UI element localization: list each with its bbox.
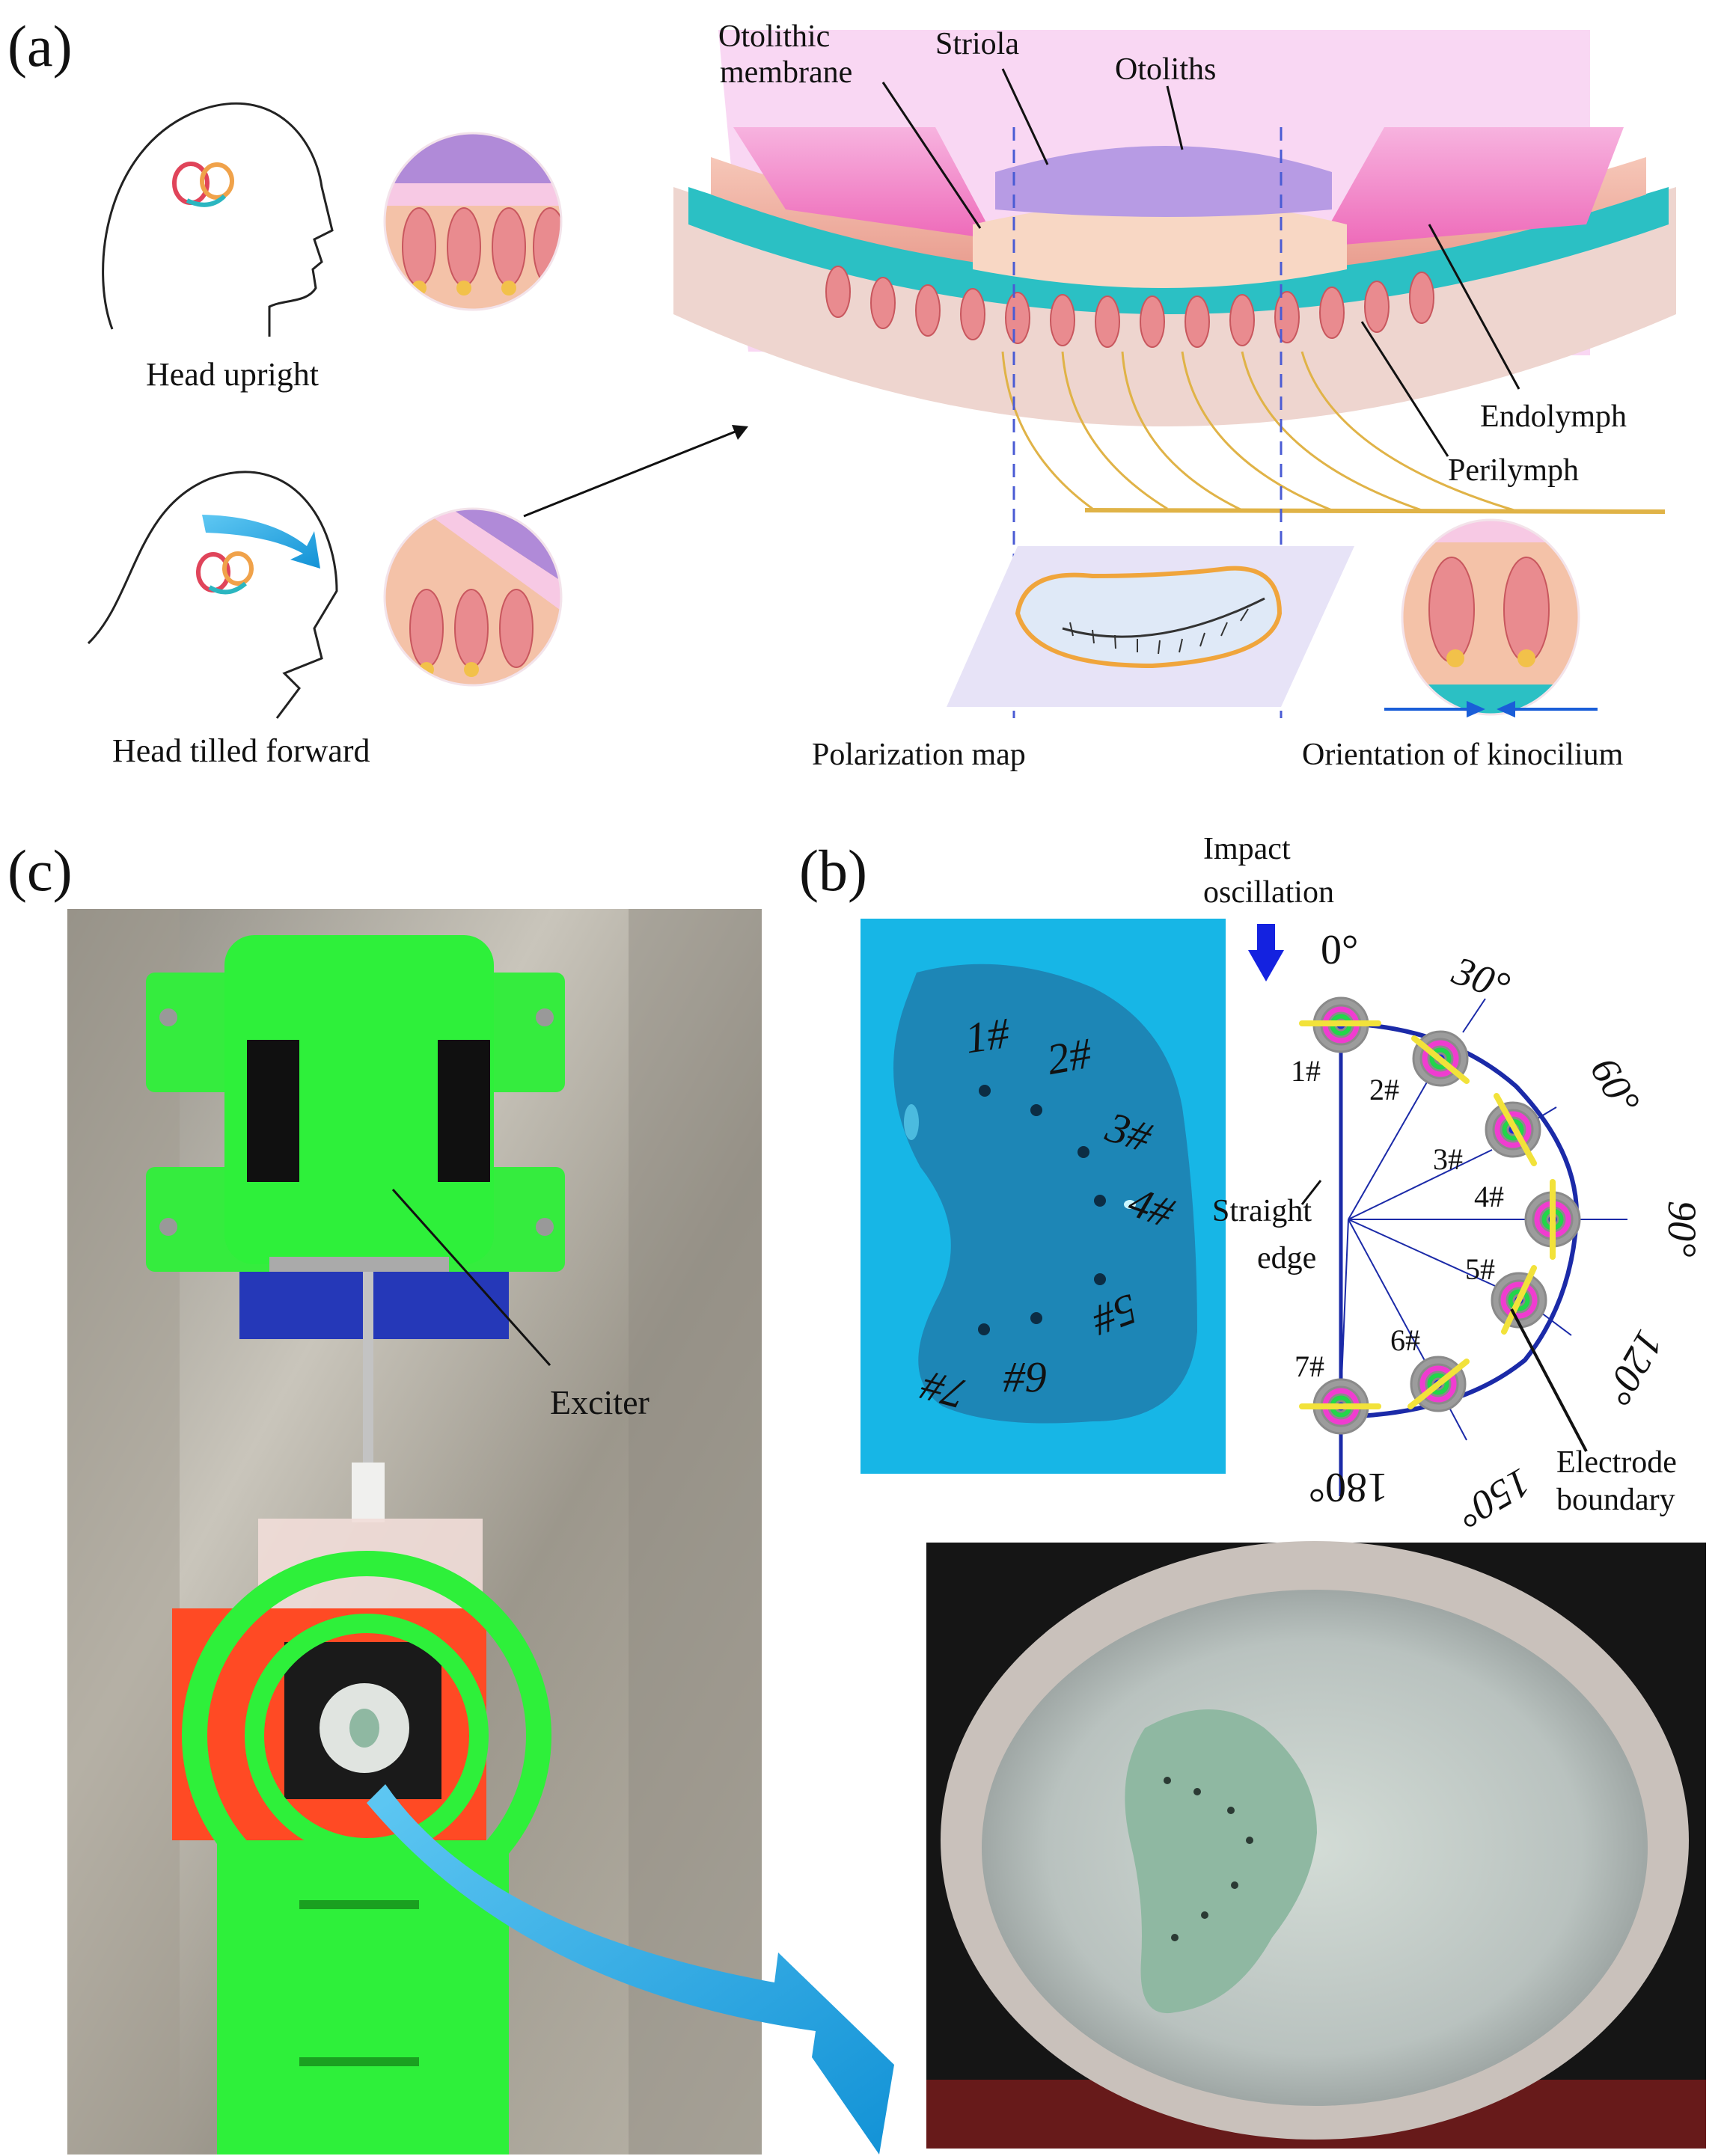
electrode-boundary-label-2: boundary — [1556, 1483, 1675, 1517]
straight-edge-label-2: edge — [1257, 1241, 1316, 1275]
otolithic-leader — [881, 82, 982, 229]
otoliths-leader — [1166, 85, 1184, 150]
electrode-photo — [861, 919, 1226, 1474]
zoom-arrow — [523, 426, 745, 518]
head-tilted-outline — [87, 471, 338, 719]
perilymph-leader — [1360, 321, 1449, 457]
polarization-map-label: Polarization map — [812, 738, 1026, 772]
otolithic-label-1: Otolithic — [718, 19, 830, 54]
electrode-label-4: 4# — [1474, 1180, 1504, 1213]
angle-120-label: 120° — [1595, 1323, 1672, 1412]
zoom-curved-arrow — [367, 1784, 894, 2155]
polarization-map — [947, 546, 1354, 707]
head-upright-outline — [102, 102, 334, 337]
tilt-direction-arrow — [202, 515, 320, 569]
exciter-leader — [391, 1189, 551, 1366]
electrode-label-7: 7# — [1294, 1350, 1324, 1383]
otolith-cross-section — [673, 30, 1676, 514]
electrode-label-3: 3# — [1433, 1142, 1463, 1176]
perilymph-label: Perilymph — [1448, 453, 1579, 488]
photo-label-6: 6# — [1003, 1353, 1048, 1402]
electrode-label-6: 6# — [1390, 1323, 1420, 1357]
otolithic-label-2: membrane — [720, 55, 852, 90]
head-tilted-label: Head tilled forward — [112, 732, 370, 769]
angle-0-label: 0° — [1321, 927, 1358, 973]
orientation-label: Orientation of kinocilium — [1302, 738, 1624, 772]
impact-label-1: Impact — [1203, 832, 1291, 866]
straight-edge-leader — [1300, 1180, 1322, 1205]
inner-ear-upright-icon — [172, 162, 234, 207]
endolymph-label: Endolymph — [1480, 399, 1627, 434]
tilted-hair-cell-inset — [385, 509, 561, 685]
straight-edge-label-1: Straight — [1212, 1194, 1312, 1228]
angle-60-label: 60° — [1582, 1050, 1649, 1121]
electrode-boundary-leader — [1510, 1308, 1588, 1452]
impact-arrow — [1248, 924, 1284, 981]
kinocilium-inset — [1402, 520, 1579, 714]
electrode-label-5: 5# — [1465, 1252, 1495, 1286]
striola-leader — [1001, 68, 1049, 165]
exciter-label: Exciter — [550, 1383, 649, 1421]
impact-label-2: oscillation — [1203, 875, 1334, 910]
inner-ear-tilted-icon — [196, 551, 254, 595]
photo-label-2: 2# — [1043, 1029, 1095, 1084]
endolymph-leader — [1428, 224, 1520, 390]
otoliths-label: Otoliths — [1115, 52, 1216, 87]
electrode-boundary-label-1: Electrode — [1556, 1445, 1677, 1480]
angle-90-label: 90° — [1660, 1201, 1705, 1258]
panel-b-letter: (b) — [799, 838, 867, 903]
panel-c-letter: (c) — [7, 838, 73, 903]
electrode-layout — [1299, 996, 1627, 1496]
angle-30-label: 30° — [1446, 948, 1516, 1010]
photo-label-1: 1# — [962, 1008, 1012, 1063]
kinocilium-arrows — [1384, 700, 1598, 718]
upright-hair-cell-inset — [385, 133, 561, 310]
striola-label: Striola — [935, 27, 1019, 61]
panel-a-letter: (a) — [7, 13, 73, 79]
angle-180-label: 180° — [1309, 1464, 1388, 1510]
dish-photo — [926, 1541, 1706, 2149]
electrode-label-1: 1# — [1291, 1054, 1321, 1088]
experimental-setup-photo — [67, 909, 762, 2155]
electrode-label-2: 2# — [1369, 1073, 1399, 1106]
angle-150-label: 150° — [1449, 1460, 1538, 1537]
head-upright-label: Head upright — [146, 356, 319, 393]
